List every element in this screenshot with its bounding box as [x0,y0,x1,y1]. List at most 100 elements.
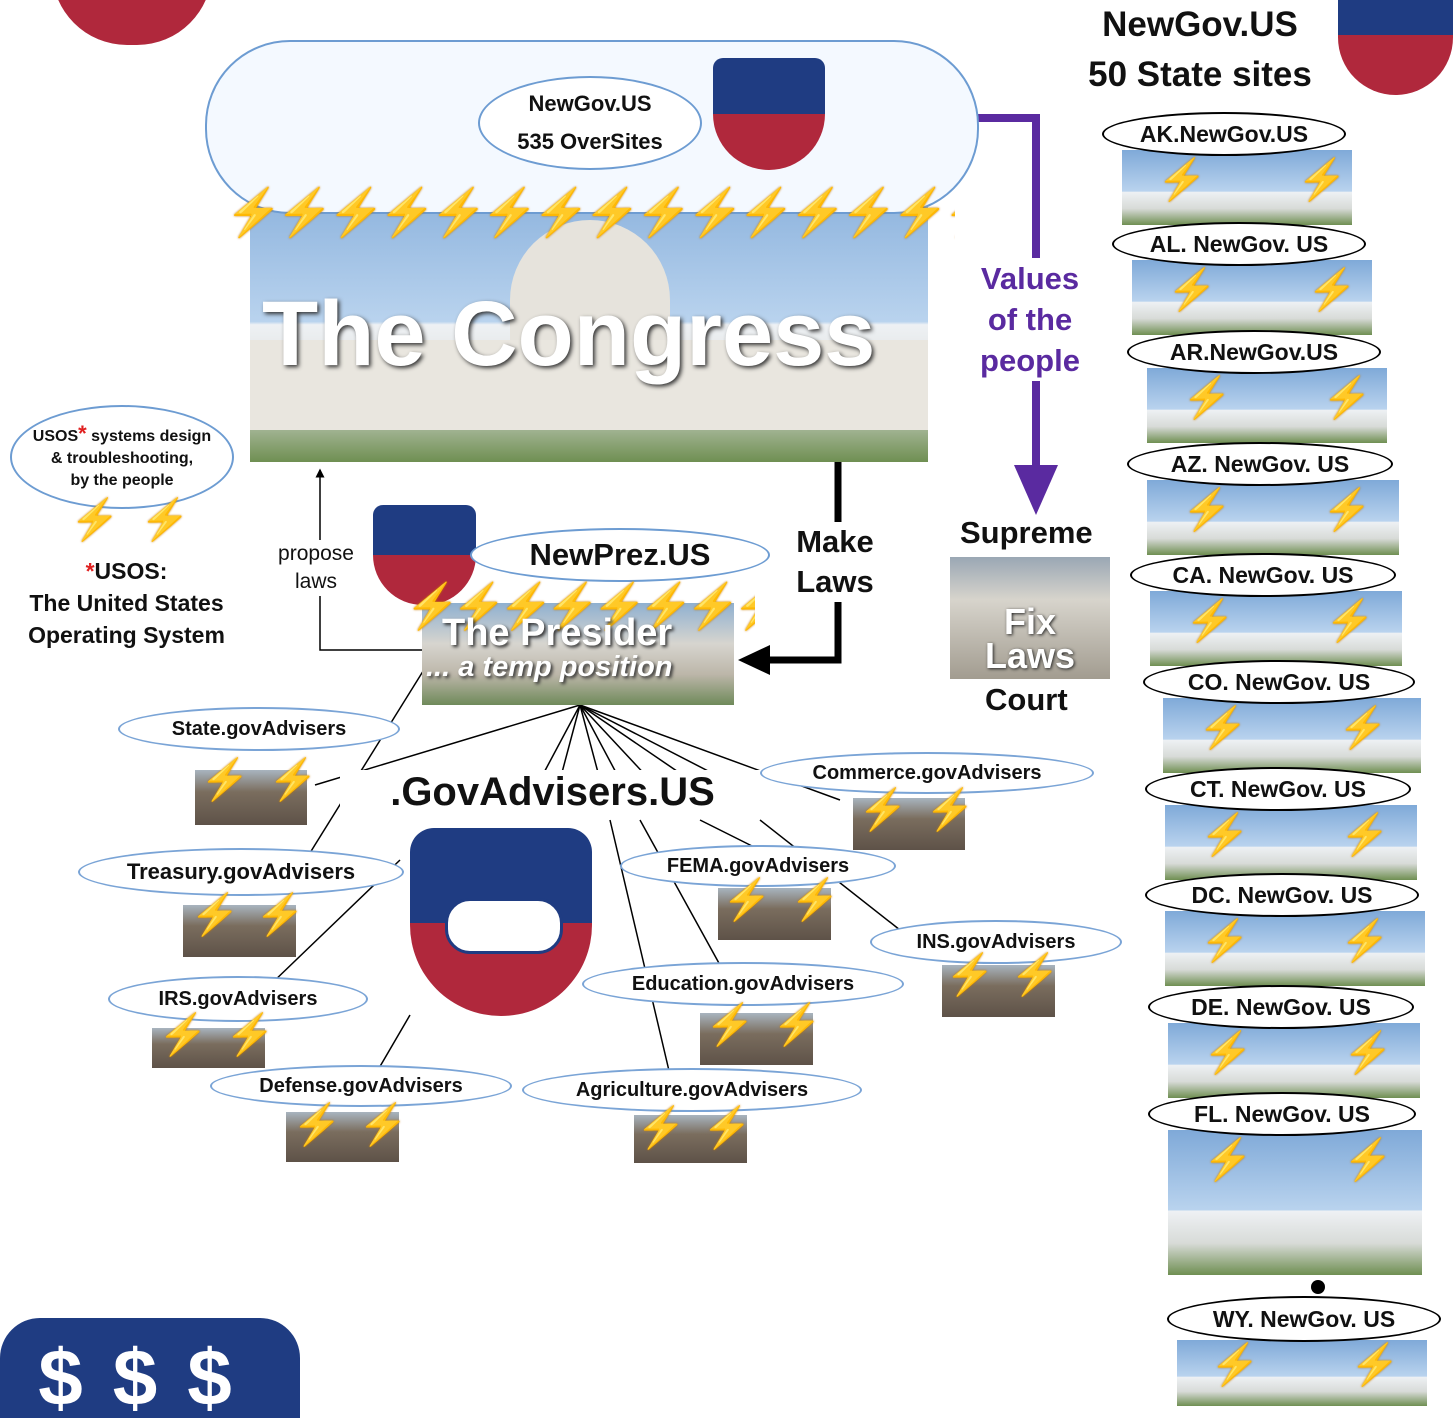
president-subtitle: ... a temp position [426,651,673,683]
adviser-treasury: Treasury.govAdvisers [78,848,404,896]
lightning-bolt-icon: ⚡ [1322,488,1372,532]
lightning-bolt-icon: ⚡ [1340,813,1390,857]
adviser-irs: IRS.govAdvisers [108,976,368,1022]
lightning-bolt-icon: ⚡ [945,953,995,997]
lightning-bolt-icon: ⚡ [636,1106,686,1150]
lightning-bolt-icon: ⚡ [1203,1138,1253,1182]
adviser-commerce: Commerce.govAdvisers [760,752,1094,794]
propose-line2: laws [294,570,337,593]
adviser-building [286,1112,399,1162]
usos-def-line1: USOS: [94,558,168,584]
adviser-building [152,1028,265,1068]
president-title: The Presider [442,612,673,654]
lightning-bolt-icon: ⚡ [1325,599,1375,643]
state-site-7: CT. NewGov. US [1145,767,1411,811]
state-site-photo [1147,368,1387,443]
states-header-line1: NewGov.US [1102,5,1298,44]
usos-asterisk: * [78,420,87,446]
capitol-building [250,340,928,430]
states-header: NewGov.US 50 State sites [1060,0,1340,100]
lightning-bolt-icon: ⚡ [358,1103,408,1147]
lightning-bolt-icon: ⚡ [1200,813,1250,857]
adviser-fema: FEMA.govAdvisers [620,845,896,887]
state-site-photo [1163,698,1421,773]
whitehouse-photo [422,603,734,705]
adviser-defense: Defense.govAdvisers [210,1065,512,1107]
lightning-bolt-icon: ⚡ [225,1013,275,1057]
oversites-line2: 535 OverSites [517,129,663,154]
state-site-2: AL. NewGov. US [1112,222,1366,266]
lightning-bolt-icon: ⚡ [1350,1343,1400,1387]
lightning-bolt-icon: ⚡ [702,1106,752,1150]
usos-definition: *USOS: The United States Operating Syste… [14,555,239,651]
state-site-6: CO. NewGov. US [1143,660,1415,704]
lightning-bolt-icon: ⚡ [1210,1343,1260,1387]
state-site-photo [1122,150,1352,225]
lightning-bolt-icon: ⚡ [1182,376,1232,420]
lightning-bolt-icon: ⚡ [292,1103,342,1147]
states-header-line2: 50 State sites [1088,55,1312,94]
lightning-bolt-icon: ⚡ [772,1003,822,1047]
values-line2: of the [987,302,1073,337]
adviser-agriculture: Agriculture.govAdvisers [522,1068,862,1112]
values-line3: people [980,343,1080,378]
adviser-building [700,1013,813,1065]
adviser-building [195,770,307,825]
state-site-photo [1168,1023,1420,1098]
lightning-bolt-icon: ⚡ [200,758,250,802]
adviser-building [718,888,831,940]
lightning-bolt-icon: ⚡ [70,498,120,542]
state-site-8: DC. NewGov. US [1145,873,1419,917]
adviser-building [183,905,296,957]
propose-line1: propose [278,542,354,565]
whitehouse-shield-icon [373,505,476,605]
adviser-state: State.govAdvisers [118,707,400,751]
lightning-bolt-icon: ⚡ [722,878,772,922]
lightning-bolt-icon: ⚡ [1200,919,1250,963]
state-site-photo [1177,1340,1427,1406]
state-site-3: AR.NewGov.US [1127,330,1381,374]
lightning-bolt-icon: ⚡ [1343,1031,1393,1075]
supreme-label: Supreme [960,515,1093,550]
lightning-bolt-icon: ⚡ [158,1013,208,1057]
adviser-building [853,798,965,850]
usos-def-line3: Operating System [28,622,225,648]
lightning-bolt-icon: ⚡ [1322,376,1372,420]
adviser-building [634,1115,747,1163]
lightning-bolt-icon: ⚡ [255,893,305,937]
dollar-shield-icon: $$$ [0,1318,300,1418]
state-site-1: AK.NewGov.US [1102,112,1346,156]
congress-title: The Congress [262,283,876,385]
values-label: Values of the people [970,258,1090,381]
court-label: Court [985,682,1068,717]
lightning-bolt-icon: ⚡ [1307,268,1357,312]
lightning-bolt-icon: ⚡ [705,1003,755,1047]
lightning-bolt-icon: ⚡ [1340,919,1390,963]
handshake-shield-icon [410,828,592,1016]
state-site-9: DE. NewGov. US [1148,985,1414,1029]
capitol-dome [510,220,670,340]
lightning-bolt-icon: ⚡ [190,893,240,937]
state-site-10: FL. NewGov. US [1148,1092,1416,1136]
president-lightning: ⚡⚡⚡⚡⚡⚡⚡⚡⚡⚡ [405,582,755,631]
make-laws-label: Make Laws [785,522,885,602]
lightning-bolt-icon: ⚡ [925,788,975,832]
lightning-bolt-icon: ⚡ [1157,158,1207,202]
oversites-line1: NewGov.US [528,91,652,116]
lightning-bolt-icon: ⚡ [268,758,318,802]
usos-cloud-line2: & troubleshooting, [50,449,194,467]
lightning-bolt-icon: ⚡ [1010,953,1060,997]
lightning-bolt-icon: ⚡ [1185,599,1235,643]
state-site-5: CA. NewGov. US [1130,553,1396,597]
state-site-photo [1165,805,1417,880]
lightning-bolt-icon: ⚡ [1297,158,1347,202]
lightning-bolt-icon: ⚡ [858,788,908,832]
usos-def-asterisk: * [85,558,95,584]
newprez-label: NewPrez.US [529,537,711,572]
lightning-bolt-icon: ⚡ [1167,268,1217,312]
newgov-shield-icon [1338,0,1453,95]
state-site-photo [1168,1130,1422,1275]
usos-cloud-line1: USOS* systems design [32,420,212,446]
lightning-bolt-icon: ⚡ [140,498,190,542]
values-line1: Values [980,261,1080,296]
